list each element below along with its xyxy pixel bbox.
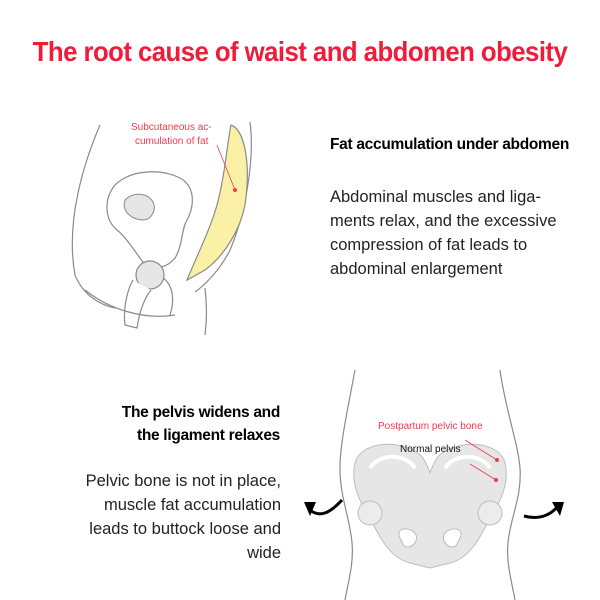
section2-body-line: muscle fat accumulation	[104, 496, 281, 514]
section1-body-line: compression of fat leads to	[330, 236, 528, 254]
hip-side-illustration: Subcutaneous ac- cumulation of fat	[71, 121, 252, 336]
curved-arrow-right-icon	[523, 502, 564, 520]
section2-heading-line: The pelvis widens and	[121, 404, 281, 421]
section2-body-line: wide	[247, 544, 281, 562]
label-postpartum-pelvic-bone: Postpartum pelvic bone	[378, 421, 483, 432]
section2-body-line: leads to buttock loose and	[89, 520, 281, 538]
section1-body: Abdominal muscles and liga- ments relax,…	[330, 185, 590, 281]
section2-body: Pelvic bone is not in place, muscle fat …	[30, 469, 281, 565]
section2-heading-line: the ligament relaxes	[136, 427, 280, 444]
section1-heading: Fat accumulation under abdomen	[330, 136, 570, 153]
label-normal-pelvis: Normal pelvis	[400, 444, 461, 455]
pelvis-front-illustration: Postpartum pelvic bone Normal pelvis	[304, 369, 564, 600]
section1-body-line: ments relax, and the excessive	[330, 212, 557, 230]
page-title: The root cause of waist and abdomen obes…	[32, 36, 568, 67]
section1-body-line: Abdominal muscles and liga-	[330, 188, 541, 206]
section1-body-line: abdominal enlargement	[330, 260, 503, 278]
fat-label-line2: cumulation of fat	[135, 136, 209, 147]
fat-label-line1: Subcutaneous ac-	[131, 122, 212, 133]
curved-arrow-left-icon	[304, 498, 344, 516]
section2-heading: The pelvis widens and the ligament relax…	[80, 401, 281, 447]
section2-body-line: Pelvic bone is not in place,	[85, 472, 281, 490]
